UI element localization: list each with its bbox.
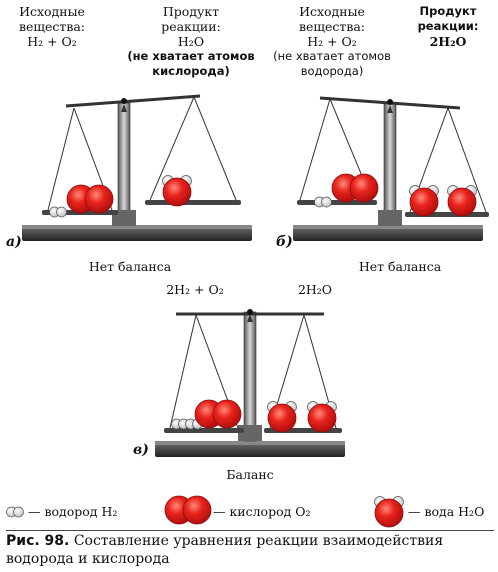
legend-oxygen-label: — кислород O₂ [213, 504, 311, 519]
panel-c-status: Баланс [226, 467, 274, 482]
panel-a-status: Нет баланса [88, 259, 172, 274]
scale-b [293, 96, 489, 241]
caption-number: Рис. 98. [6, 533, 70, 549]
caption-text: Составление уравнения реакции взаимодейс… [6, 533, 444, 567]
oxygen-legend-icon [164, 495, 212, 525]
panel-a-letter: а) [6, 234, 22, 250]
legend-hydrogen-label: — водород H₂ [28, 504, 118, 519]
scale-a [22, 94, 252, 241]
panel-c-letter: в) [133, 442, 149, 458]
caption-divider [6, 530, 494, 531]
legend-water-label: — вода H₂O [408, 504, 485, 519]
scale-c [155, 309, 345, 457]
water-legend-icon [374, 496, 404, 528]
panel-b-reactants-label: Исходные вещества: H₂ + O₂ (не хватает а… [273, 4, 391, 78]
panel-b-product-label: Продукт реакции: 2H₂O [417, 4, 479, 49]
panel-b-status: Нет баланса [358, 259, 442, 274]
panel-c-reactants-label: 2H₂ + O₂ [166, 282, 224, 297]
panel-c-product-label: 2H₂O [297, 282, 333, 297]
panel-a-reactants-label: Исходные вещества: H₂ + O₂ [18, 4, 86, 49]
hydrogen-legend-icon [6, 506, 24, 518]
panel-a-product-label: Продукт реакции: H₂O (не хватает атомов … [127, 4, 255, 78]
figure-caption: Рис. 98. Составление уравнения реакции в… [6, 532, 496, 568]
panel-b-letter: б) [276, 234, 293, 250]
